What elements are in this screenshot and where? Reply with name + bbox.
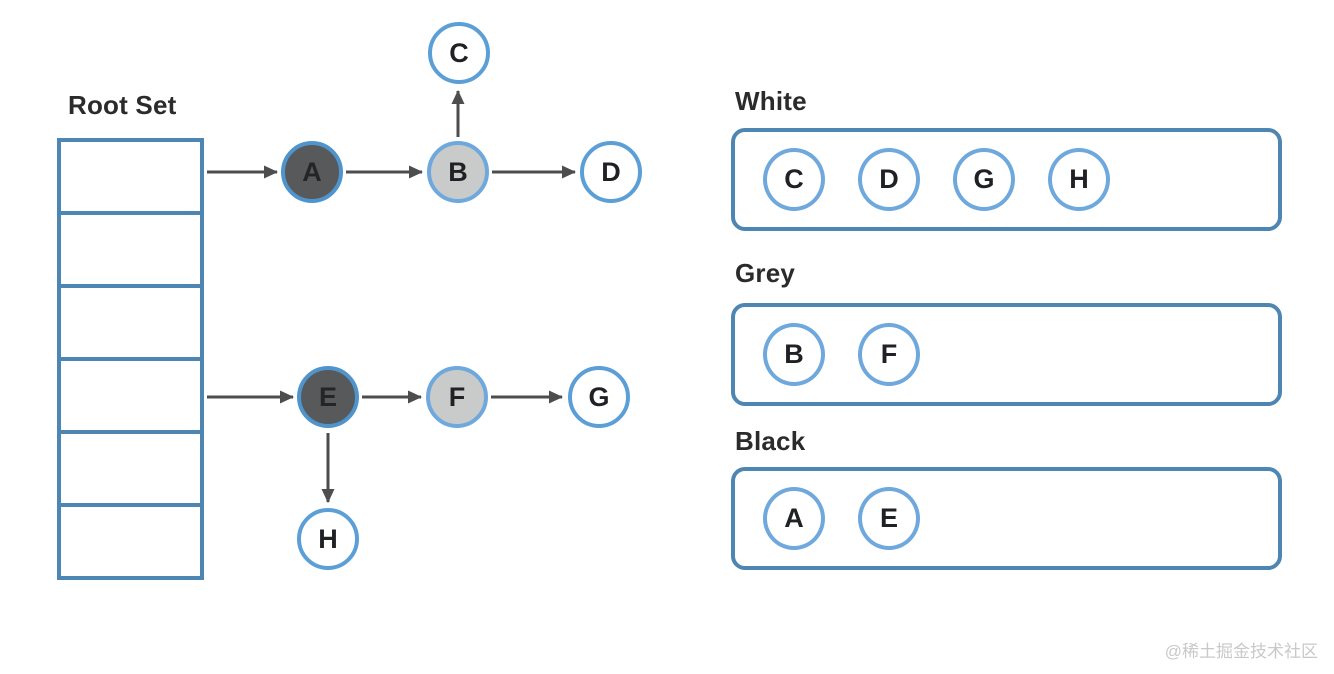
node-f-label: F [448,381,466,412]
node-d-label: D [601,156,621,187]
node-c: C [428,22,490,84]
set-member-label: D [879,164,899,194]
black-set-box: A E [731,467,1282,570]
root-set-cell-1 [57,138,204,215]
set-member-circle: F [858,323,920,386]
set-member-label: F [880,339,898,369]
node-b-label: B [448,156,468,187]
node-h: H [297,508,359,570]
white-set-box: C D G H [731,128,1282,231]
set-member-circle: C [763,148,825,211]
node-g-label: G [588,381,610,412]
node-e: E [297,366,359,428]
node-f: F [426,366,488,428]
black-set-label: Black [735,426,806,456]
set-member-label: G [973,164,995,194]
set-member-label: C [784,164,804,194]
node-a: A [281,141,343,203]
node-e-label: E [318,381,337,412]
set-member-circle: B [763,323,825,386]
watermark: @稀土掘金技术社区 [1164,642,1318,661]
set-member-circle: D [858,148,920,211]
root-set-cell-5 [57,430,204,507]
root-set-cell-3 [57,284,204,361]
set-member-circle: G [953,148,1015,211]
node-g: G [568,366,630,428]
root-set-cell-6 [57,503,204,580]
set-member-label: B [784,339,804,369]
set-member-circle: H [1048,148,1110,211]
set-member-circle: E [858,487,920,550]
set-member-label: A [784,503,804,533]
set-member-label: H [1069,164,1089,194]
root-set-title: Root Set [68,90,177,120]
grey-set-box: B F [731,303,1282,406]
node-h-label: H [318,523,338,554]
node-a-label: A [302,156,322,187]
root-set-cell-2 [57,211,204,288]
set-member-label: E [879,503,898,533]
node-d: D [580,141,642,203]
white-set-label: White [735,86,807,116]
node-b: B [427,141,489,203]
set-member-circle: A [763,487,825,550]
node-c-label: C [449,37,469,68]
root-set-cell-4 [57,357,204,434]
grey-set-label: Grey [735,258,796,288]
root-set-column [57,138,204,580]
